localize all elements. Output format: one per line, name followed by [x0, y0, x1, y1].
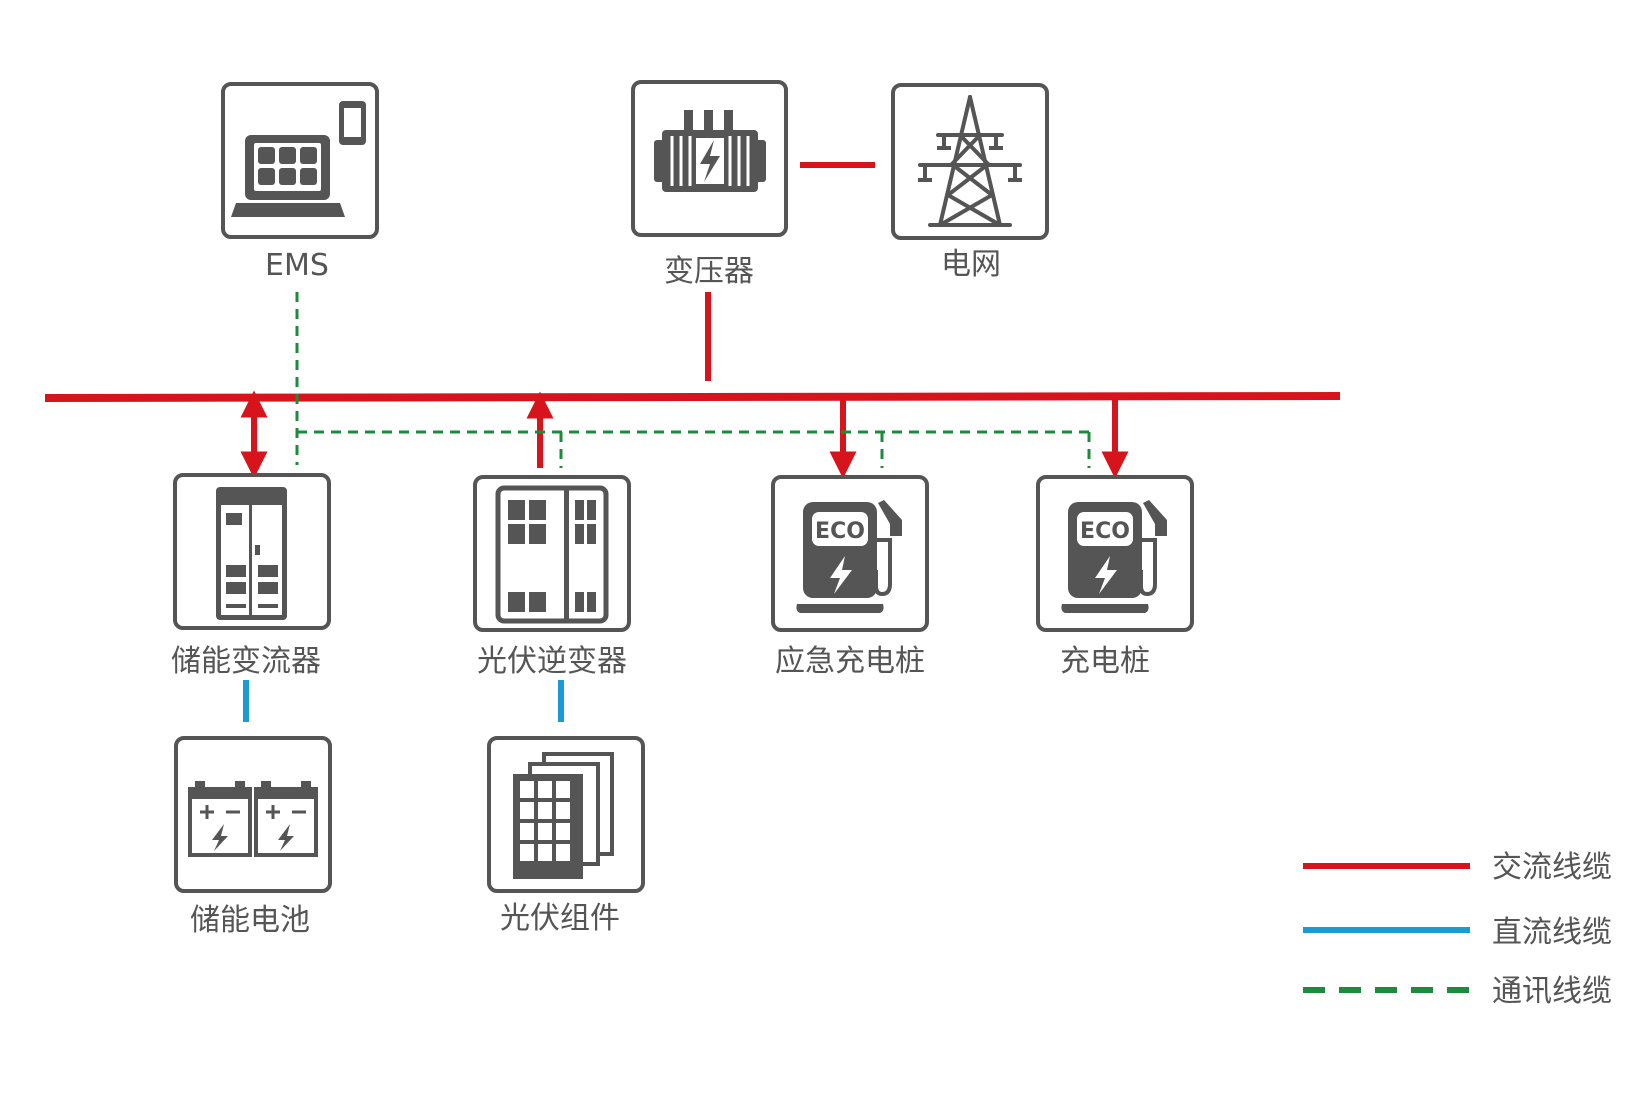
node-pcs: 储能变流器	[171, 473, 331, 679]
laptop-phone-icon	[231, 101, 366, 217]
ems-label: EMS	[265, 248, 329, 283]
battery-label: 储能电池	[190, 903, 310, 938]
eco-charger-icon: ECO	[796, 500, 902, 613]
legend-item-dc: 直流线缆	[1303, 915, 1612, 950]
emergency-charger-label: 应急充电桩	[775, 644, 925, 679]
power-tower-icon	[918, 95, 1022, 227]
battery-icon	[188, 781, 318, 857]
grid-label: 电网	[941, 247, 1001, 282]
inverter-label: 光伏逆变器	[477, 644, 627, 679]
eco-badge: ECO	[1080, 519, 1130, 544]
legend: 交流线缆 直流线缆 通讯线缆	[1303, 850, 1612, 1009]
node-transformer: 变压器	[631, 80, 788, 289]
inverter-cabinet-icon	[495, 485, 609, 624]
node-pv-module: 光伏组件	[487, 736, 645, 936]
cabinet-icon	[216, 487, 287, 620]
solar-panel-icon	[513, 752, 614, 879]
legend-comm-label: 通讯线缆	[1492, 974, 1612, 1009]
node-battery: 储能电池	[174, 736, 332, 938]
pv-module-label: 光伏组件	[500, 901, 620, 936]
node-charger: ECO 充电桩	[1036, 475, 1194, 679]
node-ems: EMS	[221, 82, 379, 283]
pcs-label: 储能变流器	[171, 644, 321, 679]
node-emergency-charger: ECO 应急充电桩	[771, 475, 929, 679]
legend-dc-label: 直流线缆	[1492, 915, 1612, 950]
node-inverter: 光伏逆变器	[473, 475, 631, 679]
ac-bus-line	[44, 392, 1341, 402]
legend-item-ac: 交流线缆	[1303, 850, 1612, 885]
eco-badge: ECO	[815, 519, 865, 544]
connections	[44, 162, 1341, 722]
node-grid: 电网	[891, 83, 1049, 282]
charger-label: 充电桩	[1060, 644, 1150, 679]
legend-ac-label: 交流线缆	[1492, 850, 1612, 885]
legend-item-comm: 通讯线缆	[1303, 974, 1612, 1009]
transformer-label: 变压器	[664, 254, 754, 289]
transformer-icon	[654, 110, 766, 192]
eco-charger-icon: ECO	[1061, 500, 1167, 613]
